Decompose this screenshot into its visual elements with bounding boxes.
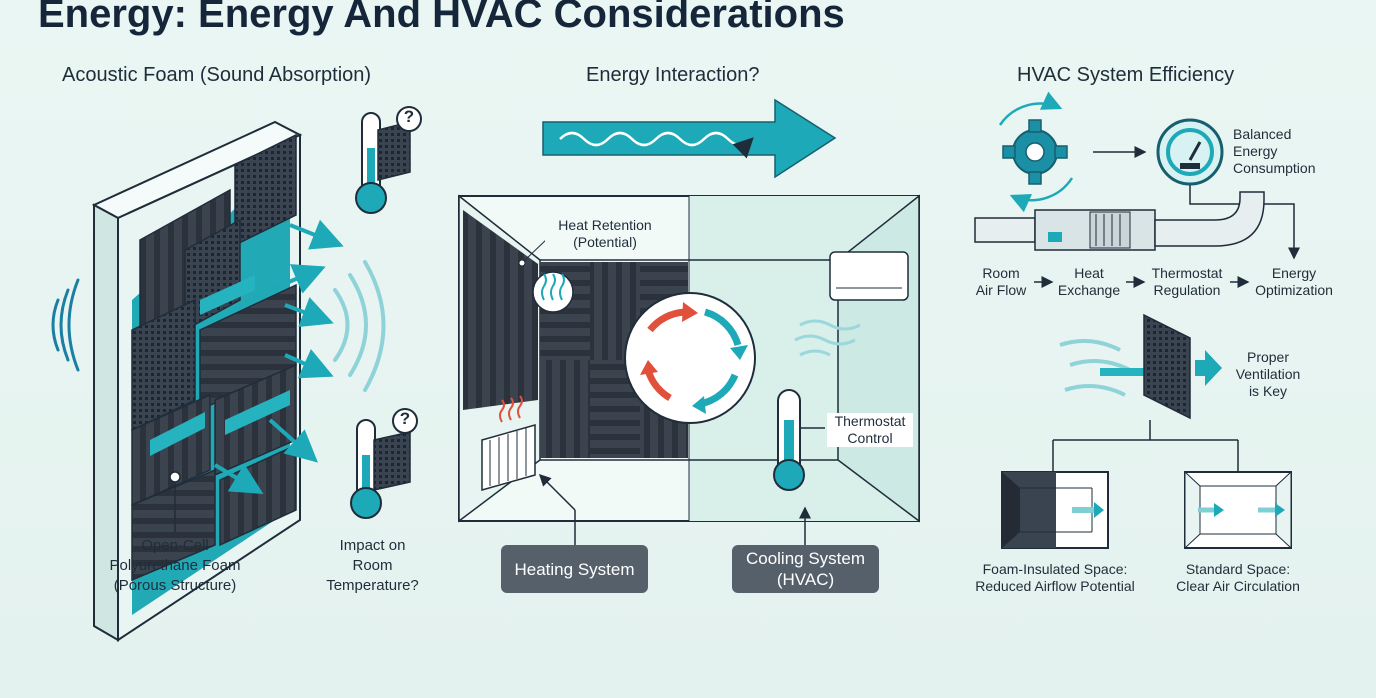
step-thermostat-regulation: Thermostat Regulation [1151, 265, 1223, 298]
thermometer-icon [350, 408, 418, 519]
hvac-duct-icon [974, 191, 1265, 251]
button-pointers [538, 473, 811, 545]
thermostat-control-label: Thermostat Control [827, 413, 913, 447]
air-filter-icon [1059, 313, 1222, 420]
absorption-arrows [213, 219, 344, 495]
step-heat-exchange: Heat Exchange [1057, 265, 1121, 298]
foam-structure-label: Open-Cell Polyurethane Foam (Porous Stru… [109, 537, 241, 594]
standard-space-label: Standard Space: Clear Air Circulation [1176, 561, 1300, 594]
thermometer-icon [355, 106, 422, 214]
page-title: Energy: Energy And HVAC Considerations [38, 0, 845, 36]
reflected-sound-waves-icon [333, 260, 386, 392]
question-mark: ? [403, 107, 415, 126]
air-conditioner-icon [794, 251, 909, 357]
gauge-icon [1156, 118, 1224, 186]
hvac-section-title: HVAC System Efficiency [1017, 64, 1235, 86]
circulation-cycle-icon [624, 292, 756, 424]
sound-wave-icon [51, 278, 80, 372]
question-mark: ? [399, 409, 411, 428]
acoustic-section-title: Acoustic Foam (Sound Absorption) [62, 64, 372, 86]
interaction-section-title: Energy Interaction? [586, 64, 760, 86]
proper-ventilation-label: Proper Ventilation is Key [1235, 349, 1301, 399]
foam-insulated-space-label: Foam-Insulated Space: Reduced Airflow Po… [975, 561, 1135, 594]
heat-retention-label: Heat Retention (Potential) [545, 217, 665, 251]
heating-system-button[interactable]: Heating System [501, 545, 648, 593]
comparison-connector [1052, 420, 1239, 472]
cooling-system-button[interactable]: Cooling System (HVAC) [732, 545, 879, 593]
balanced-energy-label: Balanced Energy Consumption [1233, 126, 1316, 176]
impact-temperature-label: Impact on Room Temperature? [326, 537, 419, 594]
foam-insulated-space-icon [1001, 471, 1109, 549]
thermostat-icon [773, 389, 825, 491]
acoustic-foam-panel [91, 120, 303, 642]
heat-wave-icon [518, 237, 574, 313]
gear-icon [998, 91, 1074, 213]
step-energy-optimization: Energy Optimization [1255, 265, 1333, 298]
radiator-icon [481, 395, 536, 491]
standard-space-icon [1184, 470, 1292, 550]
energy-flow-arrow-icon [542, 98, 837, 179]
step-room-air-flow: Room Air Flow [975, 265, 1027, 298]
